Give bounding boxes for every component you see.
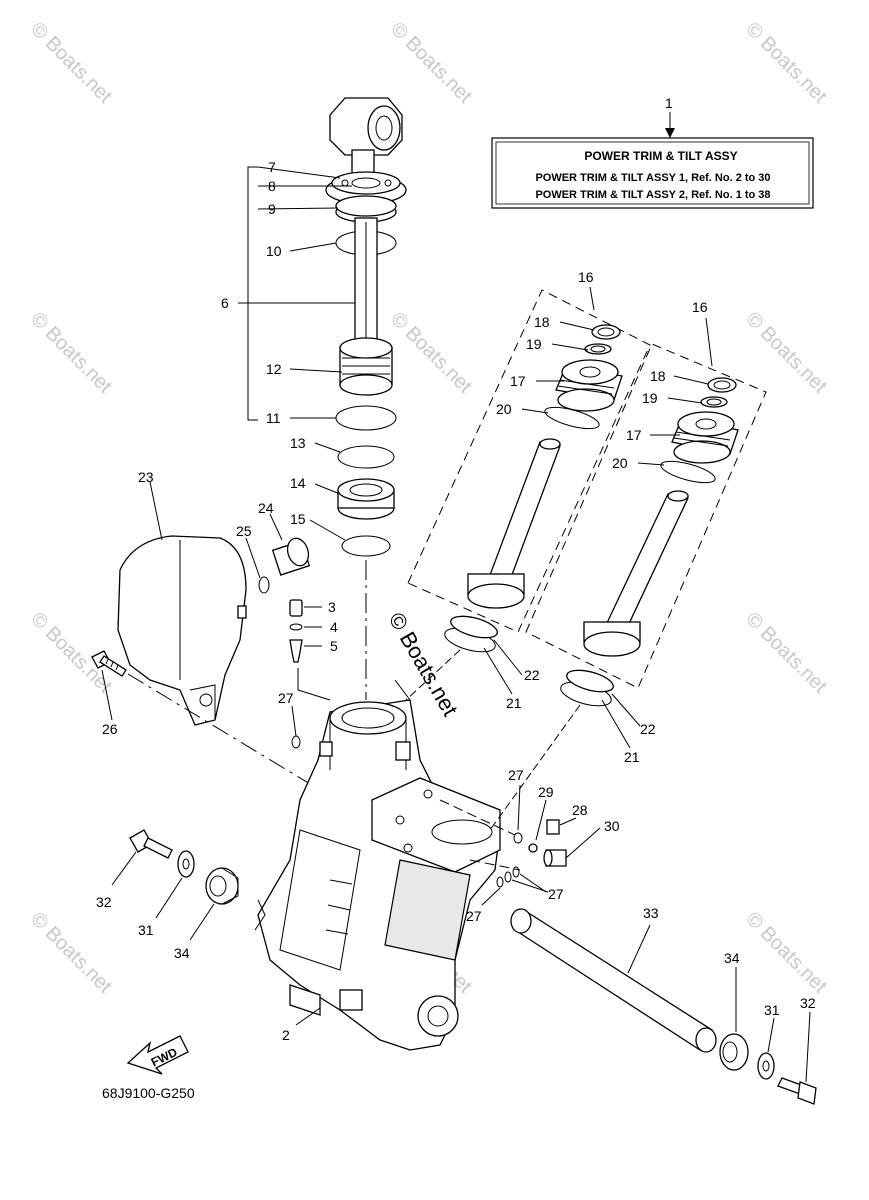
callout-20: 20: [612, 455, 628, 471]
callout-11: 11: [266, 410, 281, 426]
callout-30: 30: [604, 818, 620, 834]
watermark: © Boats.net: [741, 18, 831, 108]
callout-10: 10: [266, 243, 282, 259]
callout-27: 27: [466, 908, 482, 924]
watermark: © Boats.net: [741, 308, 831, 398]
callout-13: 13: [290, 435, 306, 451]
manual-valve-parts: [289, 599, 322, 663]
callout-7: 7: [268, 159, 276, 175]
callout-34: 34: [724, 950, 740, 966]
callout-8: 8: [268, 178, 276, 194]
drawing-number: 68J9100-G250: [102, 1085, 195, 1101]
callout-17: 17: [510, 373, 526, 389]
callout-16: 16: [692, 299, 708, 315]
fwd-arrow-icon: FWD: [126, 1035, 189, 1075]
watermark: © Boats.net: [26, 18, 116, 108]
callout-9: 9: [268, 201, 276, 217]
assembly-title: POWER TRIM & TILT ASSY: [584, 149, 737, 163]
callout-21: 21: [506, 695, 522, 711]
callout-18: 18: [650, 368, 666, 384]
watermark: © Boats.net: [26, 308, 116, 398]
assembly-line-2: POWER TRIM & TILT ASSY 2, Ref. No. 1 to …: [535, 189, 770, 201]
screw-26: [91, 650, 321, 791]
callout-1: 1: [665, 95, 673, 111]
leader-lines: [101, 166, 811, 1083]
assembly-title-box: 1 POWER TRIM & TILT ASSY POWER TRIM & TI…: [491, 95, 814, 209]
callout-20: 20: [496, 401, 512, 417]
callout-19: 19: [526, 336, 542, 352]
callout-21: 21: [624, 749, 640, 765]
left-fasteners: [129, 829, 239, 905]
watermark: © Boats.net: [386, 18, 476, 108]
callout-labels: 7 8 9 10 6 12 11 13 14 15 24 25 23 3 4 5…: [96, 159, 816, 1043]
callout-29: 29: [538, 784, 554, 800]
callout-16: 16: [578, 269, 594, 285]
watermark: © Boats.net: [386, 308, 476, 398]
small-parts-27-30: [291, 735, 567, 888]
callout-19: 19: [642, 390, 658, 406]
callout-22: 22: [640, 721, 656, 737]
callout-2: 2: [282, 1027, 290, 1043]
callout-5: 5: [330, 638, 338, 654]
callout-3: 3: [328, 599, 336, 615]
callout-24: 24: [258, 500, 274, 516]
callout-33: 33: [643, 905, 659, 921]
callout-26: 26: [102, 721, 118, 737]
callout-4: 4: [330, 619, 338, 635]
callout-12: 12: [266, 361, 282, 377]
callout-27: 27: [278, 690, 294, 706]
main-body-2: [254, 679, 501, 1051]
callout-27: 27: [508, 767, 524, 783]
callout-6: 6: [221, 295, 229, 311]
watermark: © Boats.net: [741, 608, 831, 698]
callout-15: 15: [290, 511, 306, 527]
watermark: © Boats.net: [26, 908, 116, 998]
callout-18: 18: [534, 314, 550, 330]
bushing-24: [258, 537, 311, 594]
tilt-cylinder-assembly-16a: [405, 289, 651, 701]
watermark: © Boats.net: [741, 908, 831, 998]
callout-25: 25: [236, 523, 252, 539]
callout-14: 14: [290, 475, 306, 491]
callout-28: 28: [572, 802, 588, 818]
callout-32: 32: [800, 995, 816, 1011]
callout-34: 34: [174, 945, 190, 961]
callout-31: 31: [764, 1002, 780, 1018]
trim-cylinder-assembly: [238, 97, 407, 557]
tilt-shaft-33: [510, 908, 817, 1105]
cover-23: [117, 535, 247, 726]
assembly-line-1: POWER TRIM & TILT ASSY 1, Ref. No. 2 to …: [535, 172, 770, 184]
tilt-cylinder-assembly-16b: [489, 343, 767, 831]
callout-27: 27: [548, 886, 564, 902]
callout-17: 17: [626, 427, 642, 443]
callout-23: 23: [138, 469, 154, 485]
callout-32: 32: [96, 894, 112, 910]
callout-31: 31: [138, 922, 154, 938]
callout-22: 22: [524, 667, 540, 683]
